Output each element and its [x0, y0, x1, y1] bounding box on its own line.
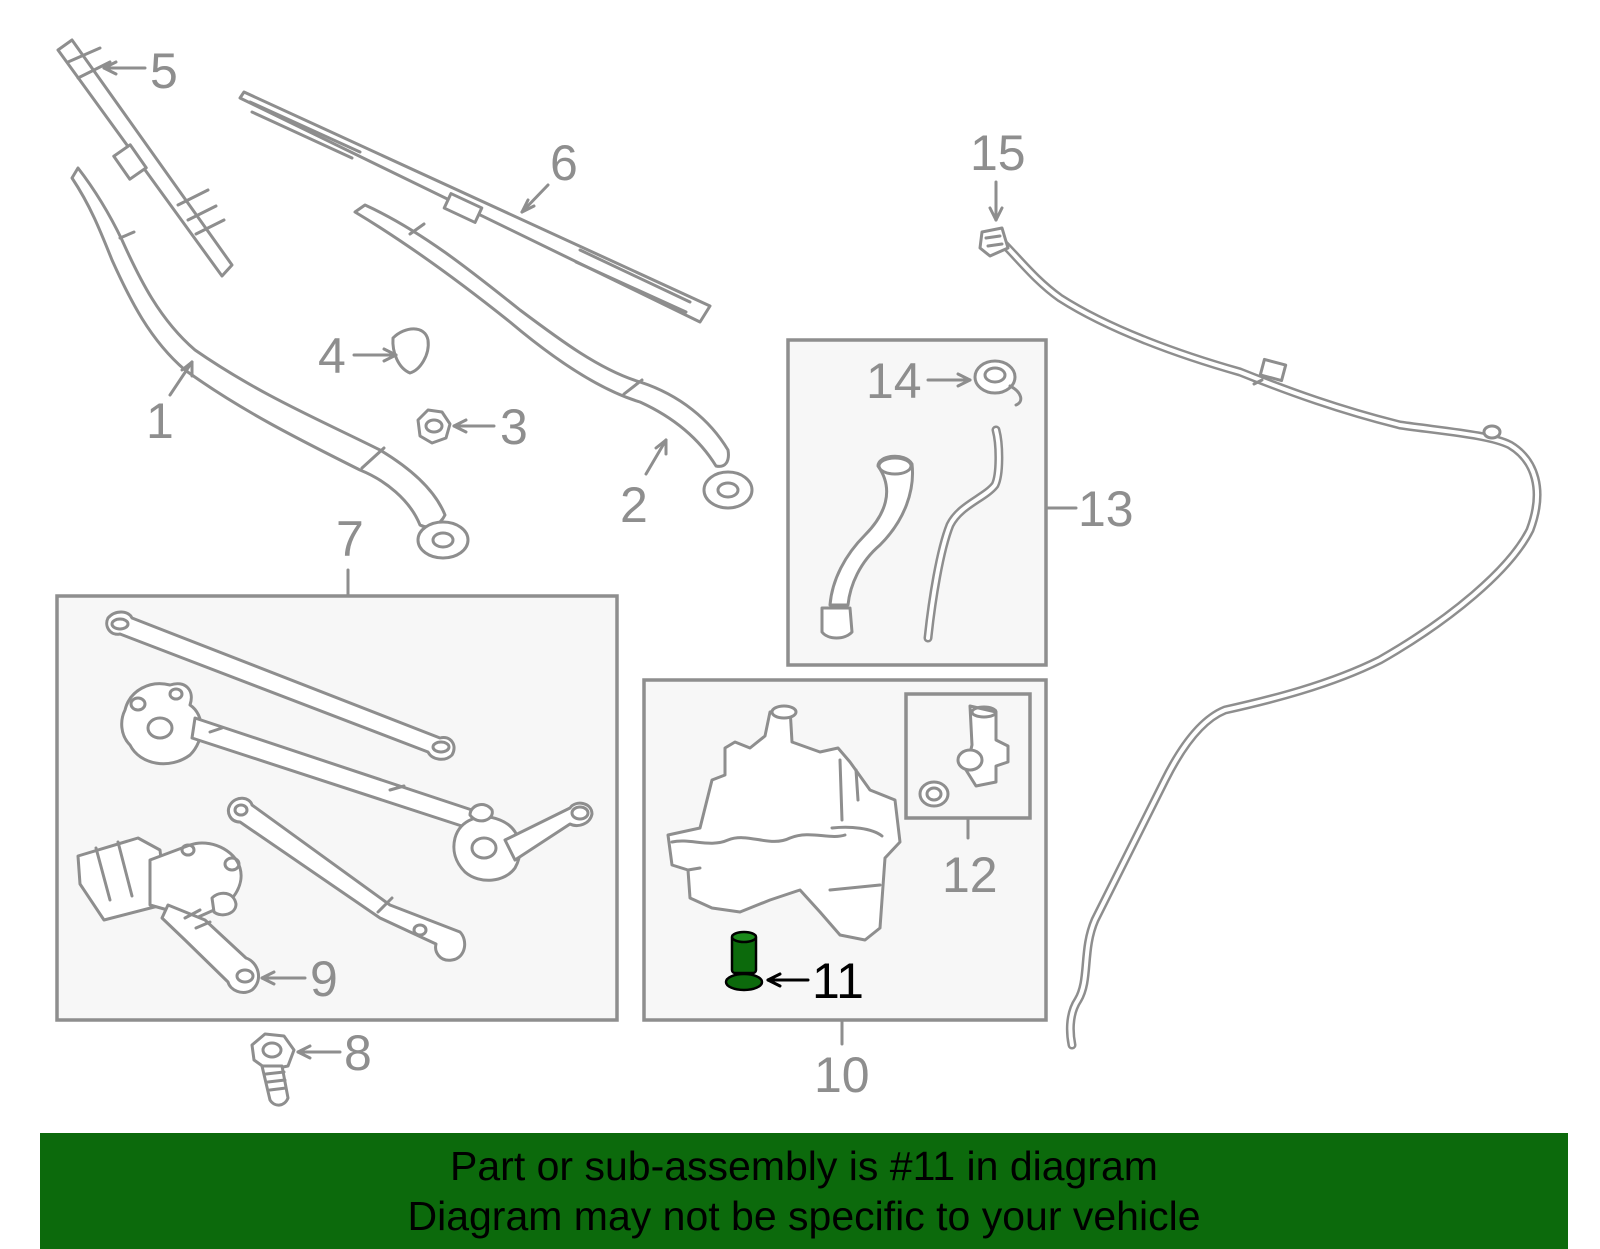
part-15-washer-hose: [978, 226, 1542, 1050]
callout-11: 11: [766, 953, 864, 1009]
part-1-wiper-arm-left: [70, 166, 470, 560]
part-2-wiper-arm-right: [353, 203, 754, 510]
callout-7-label: 7: [336, 511, 364, 567]
part-10-reservoir-box: [642, 678, 1048, 1022]
callout-8-label: 8: [344, 1025, 372, 1081]
callout-4: 4: [318, 328, 398, 384]
callout-9-label: 9: [310, 951, 338, 1007]
part-7-wiper-linkage-box: [55, 594, 619, 1022]
part-6-wiper-blade-right: [238, 90, 712, 324]
callout-12: 12: [942, 816, 998, 903]
callout-13: 13: [1044, 481, 1134, 537]
callout-5: 5: [102, 43, 178, 99]
callout-12-label: 12: [942, 847, 998, 903]
part-13-filler-neck-box: [786, 338, 1048, 667]
callout-1: 1: [146, 360, 194, 449]
callout-4-label: 4: [318, 328, 346, 384]
callout-9: 9: [260, 951, 338, 1007]
callout-6-label: 6: [550, 135, 578, 191]
callout-2: 2: [620, 438, 668, 533]
callout-14: 14: [866, 353, 972, 409]
part-4-cap: [391, 327, 430, 375]
part-8-bolt: [250, 1032, 296, 1107]
callout-13-label: 13: [1078, 481, 1134, 537]
callout-2-label: 2: [620, 477, 648, 533]
part-11-grommet-highlighted: [724, 930, 764, 992]
callout-15-label: 15: [970, 125, 1026, 181]
callout-5-label: 5: [150, 43, 178, 99]
callout-10-label: 10: [814, 1047, 870, 1103]
part-5-wiper-blade-left: [56, 38, 234, 278]
part-3-nut: [416, 408, 452, 445]
callout-6: 6: [520, 135, 578, 214]
callout-11-label: 11: [812, 953, 864, 1009]
callout-10: 10: [814, 1018, 870, 1103]
callout-14-label: 14: [866, 353, 922, 409]
callout-1-label: 1: [146, 393, 174, 449]
callout-3: 3: [452, 399, 528, 455]
callout-8: 8: [296, 1025, 372, 1081]
callout-7: 7: [336, 511, 364, 598]
notice-banner: Part or sub-assembly is #11 in diagram D…: [40, 1133, 1568, 1249]
callout-15: 15: [970, 125, 1026, 222]
callout-3-label: 3: [500, 399, 528, 455]
banner-line-2: Diagram may not be specific to your vehi…: [407, 1193, 1201, 1239]
banner-line-1: Part or sub-assembly is #11 in diagram: [450, 1143, 1158, 1189]
